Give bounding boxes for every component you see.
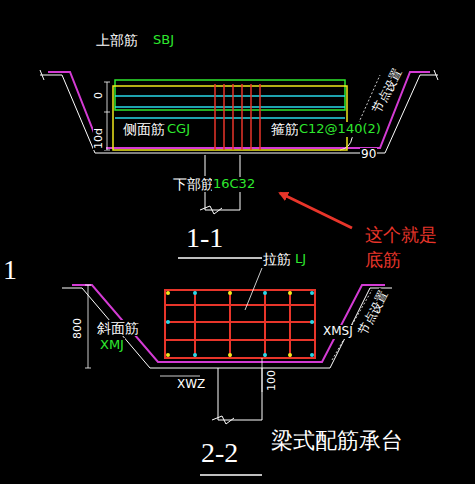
part-name: 斜面筋 (96, 320, 140, 336)
rebar-code: LJ (294, 252, 307, 267)
dimension: 100 (266, 369, 279, 392)
rebar-code: XMSJ (322, 325, 354, 339)
annotation: 这个就是底筋 (364, 222, 442, 272)
part-name: 下部筋 (172, 176, 216, 192)
dimension: 10d (93, 127, 106, 150)
note: 节点设置 (356, 288, 392, 339)
rebar-code: XMJ (99, 338, 125, 353)
rebar-code: 16C32 (212, 177, 256, 192)
rebar-code: SBJ (152, 33, 175, 48)
rebar-code: C12@140(2) (298, 122, 382, 137)
part-name: 箍筋 (270, 121, 300, 137)
dimension: 0 (93, 91, 106, 100)
note: 节点设置 (370, 66, 406, 117)
rebar-code: CGJ (166, 122, 191, 137)
dimension: XWZ (176, 378, 206, 392)
section-mark: 1 (2, 254, 18, 286)
section-title: 2-2 (200, 437, 239, 469)
caption: 梁式配筋承台 (270, 428, 404, 453)
part-name: 拉筋 (262, 251, 292, 267)
part-name: 侧面筋 (122, 121, 166, 137)
section-title: 1-1 (185, 222, 224, 254)
part-name: 上部筋 (95, 32, 139, 48)
dimension: 800 (72, 317, 85, 340)
dimension: 90 (360, 148, 377, 162)
